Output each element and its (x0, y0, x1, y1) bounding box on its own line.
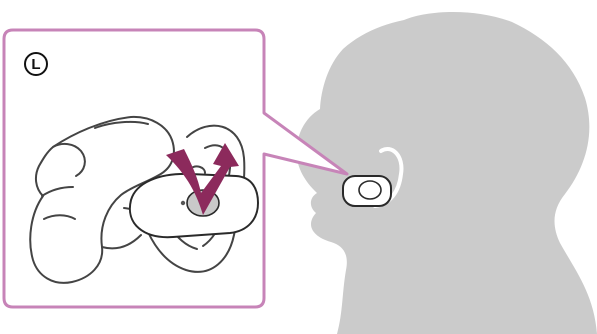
left-side-indicator: L (24, 52, 48, 76)
earbud-on-head (343, 176, 391, 206)
